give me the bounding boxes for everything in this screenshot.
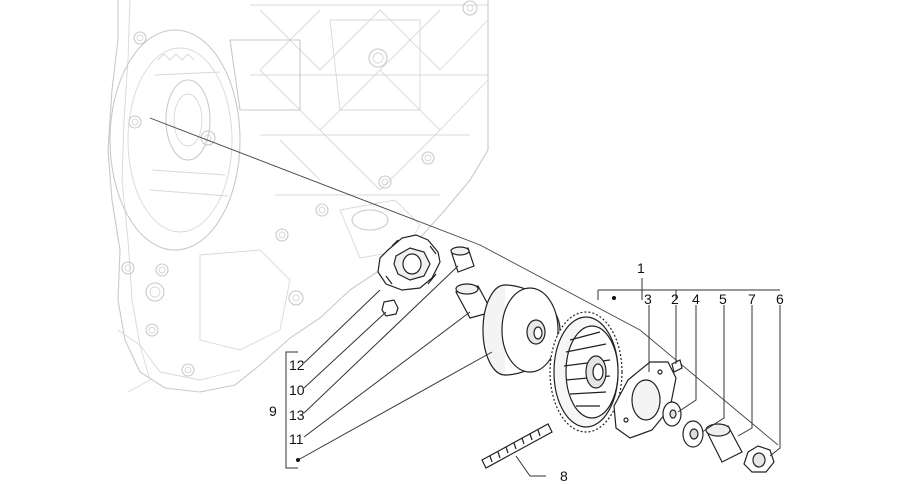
sleeve-part xyxy=(455,283,493,319)
callout-11: 11 xyxy=(289,431,304,447)
callout-13: 13 xyxy=(289,407,305,423)
cover-plate-part xyxy=(613,361,677,439)
bush-part xyxy=(705,423,743,463)
screw-part xyxy=(671,359,683,373)
callout-8: 8 xyxy=(560,468,568,484)
callout-3: 3 xyxy=(644,291,652,307)
callout-7: 7 xyxy=(748,291,756,307)
spacer-bush-part xyxy=(450,246,475,273)
shaft-axis-line xyxy=(149,117,779,446)
callout-2: 2 xyxy=(671,291,679,307)
callout-10: 10 xyxy=(289,382,305,398)
roller-strip-part xyxy=(481,423,553,469)
washer-part xyxy=(662,401,682,427)
fixed-pulley-fan-part xyxy=(549,311,623,433)
callout-6: 6 xyxy=(776,291,784,307)
callout-labels: 1 3 2 4 5 7 6 12 10 9 13 11 8 xyxy=(269,260,784,484)
movable-pulley-half-part xyxy=(482,284,561,376)
callout-12: 12 xyxy=(289,357,305,373)
callout-4: 4 xyxy=(692,291,700,307)
nut-part xyxy=(743,445,775,473)
callout-9: 9 xyxy=(269,403,277,419)
leader-lines xyxy=(285,265,781,477)
ramp-plate-part xyxy=(377,234,441,291)
crankcase-housing xyxy=(107,0,489,393)
callout-1: 1 xyxy=(637,260,645,276)
callout-5: 5 xyxy=(719,291,727,307)
spacer-part xyxy=(682,420,704,448)
